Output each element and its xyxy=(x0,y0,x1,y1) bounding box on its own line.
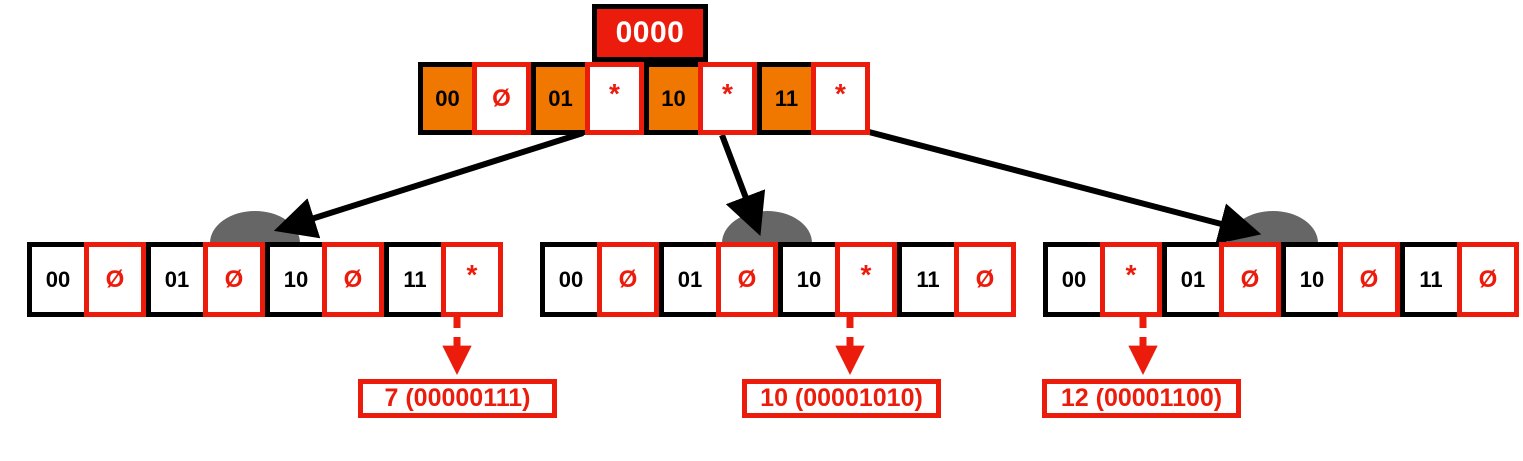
dome-shape-3 xyxy=(1228,211,1318,243)
root-node-key-2[interactable]: 10 xyxy=(644,62,703,135)
root-node-pointer-2[interactable]: * xyxy=(698,62,757,135)
root-node-key-0-label: 00 xyxy=(435,85,460,111)
child-node-1-value-3-label: * xyxy=(466,258,478,290)
child-node-1-key-3[interactable]: 11 xyxy=(384,242,446,317)
root-node-value-2-label: * xyxy=(722,77,733,109)
dome-shape-1 xyxy=(210,211,300,243)
child-node-1-key-0-label: 00 xyxy=(45,266,71,292)
child-node-1-value-1-label: Ø xyxy=(224,265,244,293)
child-node-3-key-2[interactable]: 10 xyxy=(1281,242,1343,317)
child-node-3[interactable]: 00 * 01 Ø 10 Ø 11 Ø xyxy=(1043,242,1519,317)
child-node-1-key-1-label: 01 xyxy=(164,266,190,292)
leaf-value-3[interactable]: 12 (00001100) xyxy=(1042,379,1241,418)
child-node-1-value-2-label: Ø xyxy=(343,265,363,293)
child-node-2-value-0-label: Ø xyxy=(618,265,638,293)
child-node-1-key-2-label: 10 xyxy=(283,266,309,292)
child-node-2-key-1[interactable]: 01 xyxy=(659,242,721,317)
edge-root-to-child-1 xyxy=(273,130,584,239)
edge-root-to-child-2 xyxy=(719,133,766,236)
edge-root-to-child-3 xyxy=(868,129,1262,245)
child-node-2-key-3[interactable]: 11 xyxy=(897,242,959,317)
root-node-key-3[interactable]: 11 xyxy=(757,62,816,135)
root-label-text: 0000 xyxy=(615,16,685,49)
child-node-1-value-0-label: Ø xyxy=(105,265,125,293)
child-node-1-key-0[interactable]: 00 xyxy=(27,242,89,317)
child-node-1-null-0[interactable]: Ø xyxy=(84,242,146,317)
child-node-2-key-0[interactable]: 00 xyxy=(540,242,602,317)
child-node-2-key-2[interactable]: 10 xyxy=(778,242,840,317)
child-node-1-key-1[interactable]: 01 xyxy=(146,242,208,317)
root-node-pointer-3[interactable]: * xyxy=(811,62,870,135)
child-node-2-key-3-label: 11 xyxy=(916,266,940,292)
leaf-value-1[interactable]: 7 (00000111) xyxy=(358,379,557,418)
child-node-1[interactable]: 00 Ø 01 Ø 10 Ø 11 * xyxy=(27,242,503,317)
child-node-3-value-0-label: * xyxy=(1125,258,1137,290)
dome-shape-2 xyxy=(722,211,812,243)
child-node-3-key-1[interactable]: 01 xyxy=(1162,242,1224,317)
child-node-3-value-2-label: Ø xyxy=(1359,265,1379,293)
leaf-value-2-label: 10 (00001010) xyxy=(760,384,923,412)
child-node-3-key-3-label: 11 xyxy=(1419,266,1443,292)
child-node-3-value-3-label: Ø xyxy=(1478,265,1498,293)
child-node-2-pointer-2[interactable]: * xyxy=(835,242,897,317)
child-node-3-null-2[interactable]: Ø xyxy=(1338,242,1400,317)
root-node-value-3-label: * xyxy=(835,77,846,109)
child-node-2-value-3-label: Ø xyxy=(975,265,995,293)
child-node-3-key-0[interactable]: 00 xyxy=(1043,242,1105,317)
child-node-1-pointer-3[interactable]: * xyxy=(441,242,503,317)
root-node[interactable]: 00 Ø 01 * 10 * 11 * xyxy=(418,62,870,135)
child-node-2-key-2-label: 10 xyxy=(796,266,822,292)
child-node-2-null-0[interactable]: Ø xyxy=(597,242,659,317)
root-node-null-0[interactable]: Ø xyxy=(472,62,531,135)
child-node-1-key-3-label: 11 xyxy=(403,266,427,292)
root-node-key-0[interactable]: 00 xyxy=(418,62,477,135)
root-label-box: 0000 xyxy=(592,4,708,62)
child-node-2-key-1-label: 01 xyxy=(677,266,703,292)
child-node-1-null-1[interactable]: Ø xyxy=(203,242,265,317)
root-node-value-1-label: * xyxy=(609,77,620,109)
child-node-1-key-2[interactable]: 10 xyxy=(265,242,327,317)
child-node-2-null-1[interactable]: Ø xyxy=(716,242,778,317)
child-node-2-null-3[interactable]: Ø xyxy=(954,242,1016,317)
root-node-key-1-label: 01 xyxy=(548,85,573,111)
child-node-2[interactable]: 00 Ø 01 Ø 10 * 11 Ø xyxy=(540,242,1016,317)
leaf-value-3-label: 12 (00001100) xyxy=(1060,384,1223,412)
child-node-3-null-1[interactable]: Ø xyxy=(1219,242,1281,317)
leaf-value-2[interactable]: 10 (00001010) xyxy=(742,379,941,418)
root-node-value-0-label: Ø xyxy=(492,84,511,112)
child-node-2-value-1-label: Ø xyxy=(737,265,757,293)
child-node-3-null-3[interactable]: Ø xyxy=(1457,242,1519,317)
root-node-key-3-label: 11 xyxy=(774,85,799,111)
child-node-2-key-0-label: 00 xyxy=(558,266,584,292)
root-node-key-2-label: 10 xyxy=(661,85,686,111)
child-node-3-value-1-label: Ø xyxy=(1240,265,1260,293)
child-node-2-value-2-label: * xyxy=(860,258,872,290)
child-node-3-key-3[interactable]: 11 xyxy=(1400,242,1462,317)
root-node-key-1[interactable]: 01 xyxy=(531,62,590,135)
child-node-3-pointer-0[interactable]: * xyxy=(1100,242,1162,317)
leaf-value-1-label: 7 (00000111) xyxy=(384,384,531,412)
child-node-3-key-0-label: 00 xyxy=(1061,266,1087,292)
child-node-3-key-2-label: 10 xyxy=(1299,266,1325,292)
root-node-pointer-1[interactable]: * xyxy=(585,62,644,135)
child-node-1-null-2[interactable]: Ø xyxy=(322,242,384,317)
child-node-3-key-1-label: 01 xyxy=(1180,266,1206,292)
